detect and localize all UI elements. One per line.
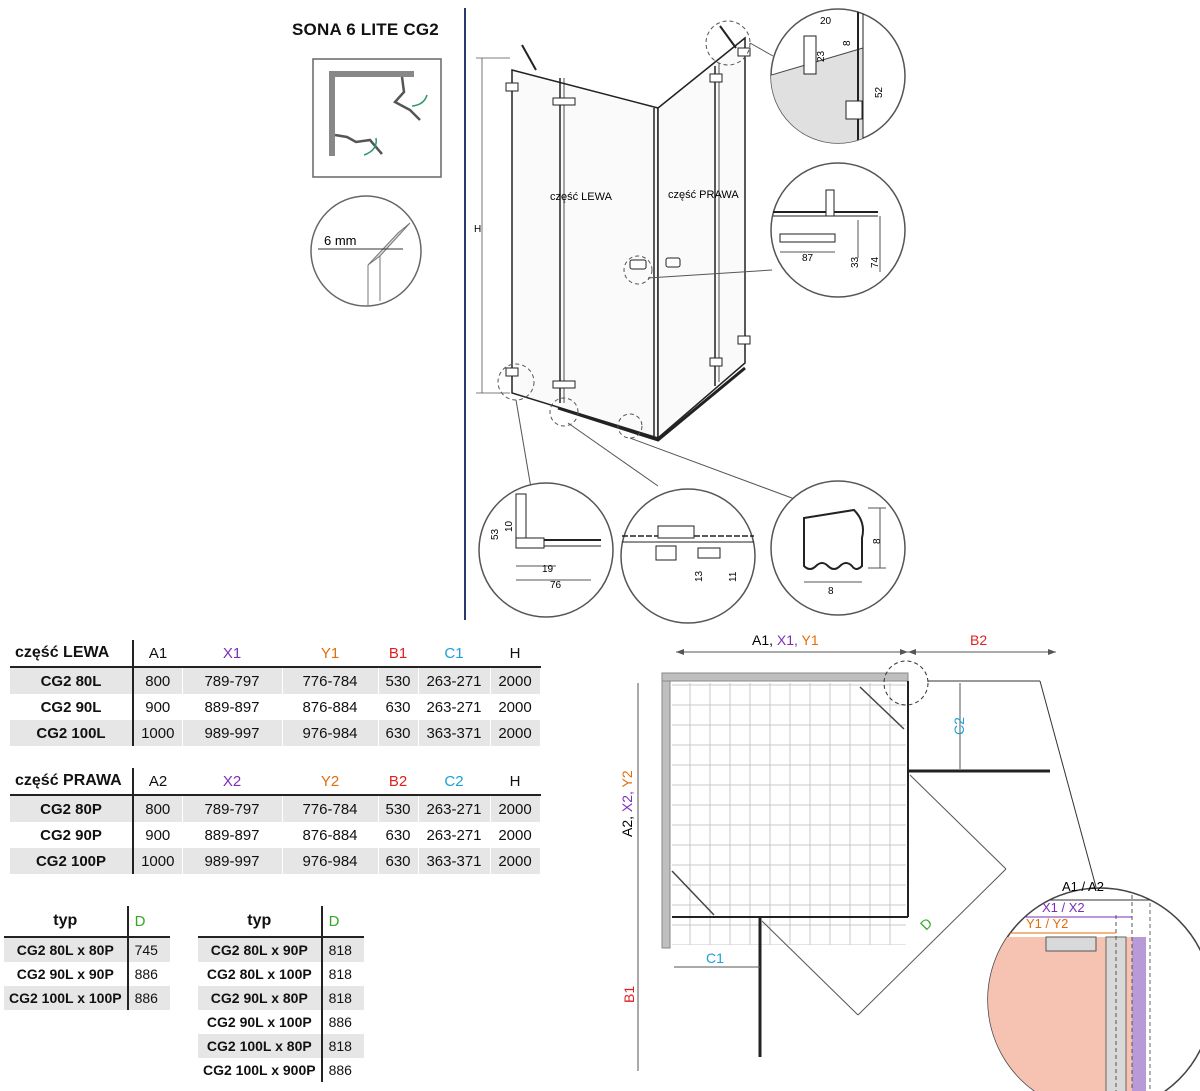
dim-13: 13 [694,570,705,582]
header-name: część PRAWA [10,768,134,796]
header-x2: X2 [182,768,282,796]
header-c1: C1 [418,640,490,668]
d-header: D [321,906,364,938]
typ-header: typ [198,906,323,938]
header-name: część LEWA [10,640,134,668]
d-label: D [917,915,935,933]
header-h: H [490,640,540,668]
part-right-label: część PRAWA [668,189,739,201]
dim-23: 23 [816,50,827,62]
zoom-x-label: X1 / X2 [1042,900,1085,915]
seal-height: 8 [872,538,883,544]
header-b2: B2 [378,768,418,796]
dim-19: 19 [542,564,554,575]
dim-20: 20 [820,16,832,27]
dim-53: 53 [490,528,501,540]
header-c2: C2 [418,768,490,796]
part-left-label: część LEWA [550,191,613,203]
top-dim-label: A1, X1, Y1 [752,632,819,648]
seal-detail: 8 8 [770,480,906,616]
dim-10: 10 [504,520,515,532]
b1-label: B1 [621,986,637,1003]
dim-76: 76 [550,580,562,591]
header-b1: B1 [378,640,418,668]
glass-thickness-icon: 6 mm [310,195,422,307]
plan-drawing: A1, X1, Y1 B2 C2 C1 A2, X2, Y2 B1 D [619,632,1200,1091]
table-left-header: część LEWA A1 X1 Y1 B1 C1 H [10,640,540,668]
typ-header: typ [4,906,129,938]
header-h: H [490,768,540,796]
top-hinge-detail: 20 23 8 52 [770,8,906,144]
product-title: SONA 6 LITE CG2 [292,20,439,39]
header-a1: A1 [133,640,182,668]
handle-detail: 87 33 74 [770,162,906,298]
dim-11: 11 [728,571,739,582]
dim-8: 8 [842,40,853,46]
dim-87: 87 [802,253,814,264]
d-header: D [127,906,170,938]
zoom-y-label: Y1 / Y2 [1026,916,1068,931]
table-right-header: część PRAWA A2 X2 Y2 B2 C2 H [10,768,540,796]
dim-74: 74 [870,256,881,268]
header-a2: A2 [133,768,182,796]
header-x1: X1 [182,640,282,668]
zoom-a-label: A1 / A2 [1062,879,1104,894]
dim-33: 33 [850,256,861,268]
c2-label: C2 [951,717,967,735]
header-y2: Y2 [282,768,378,796]
c1-label: C1 [706,950,724,966]
bottom-rail-detail: 13 11 [620,488,756,624]
dim-52: 52 [874,86,885,98]
left-dim-label: A2, X2, Y2 [619,770,635,837]
seal-width: 8 [828,586,834,597]
divider-line [464,8,466,620]
height-label: H [474,224,481,235]
shower-3d-drawing: H część LEWA część PRAWA [474,20,801,502]
b2-label: B2 [970,632,987,648]
thickness-label: 6 mm [324,233,357,248]
header-y1: Y1 [282,640,378,668]
door-opening-icon [312,58,442,178]
bottom-hinge-detail: 53 10 19 76 [478,482,614,618]
